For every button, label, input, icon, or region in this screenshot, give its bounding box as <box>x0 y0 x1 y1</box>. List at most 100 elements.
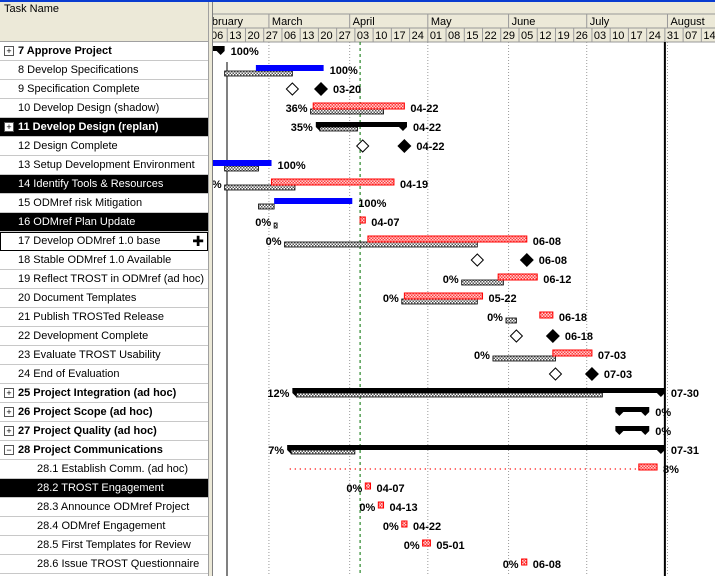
summary-bar <box>615 426 650 435</box>
week-label: 24 <box>412 30 424 42</box>
task-row[interactable]: 19 Reflect TROST in ODMref (ad hoc) <box>0 270 208 289</box>
critical-task-bar <box>367 235 528 243</box>
task-row[interactable]: 28.6 Issue TROST Questionnaire <box>0 555 208 574</box>
percent-complete-label: 0% <box>255 217 271 229</box>
week-label: 17 <box>393 30 405 42</box>
task-row[interactable]: 10 Develop Design (shadow) <box>0 99 208 118</box>
select-cursor-icon: ✚ <box>192 233 204 249</box>
task-row[interactable]: 12 Design Complete <box>0 137 208 156</box>
task-row[interactable]: 24 End of Evaluation <box>0 365 208 384</box>
critical-task-bar <box>271 178 395 186</box>
task-name: 12 Design Complete <box>18 140 118 152</box>
week-label: 06 <box>213 30 223 42</box>
week-label: 01 <box>430 30 442 42</box>
task-name: 13 Setup Development Environment <box>18 159 195 171</box>
finish-date-label: 07-30 <box>671 388 699 400</box>
expand-icon[interactable]: + <box>4 388 14 398</box>
month-label: March <box>272 16 303 28</box>
finish-date-label: 04-22 <box>416 141 444 153</box>
percent-complete-label: 0% <box>487 312 503 324</box>
week-label: 15 <box>466 30 478 42</box>
week-label: 22 <box>485 30 497 42</box>
task-name-column-header[interactable]: Task Name <box>0 2 208 42</box>
expand-icon[interactable]: + <box>4 46 14 56</box>
percent-complete-label: 0% <box>359 502 375 514</box>
critical-task-bar <box>377 501 385 509</box>
task-name: 11 Develop Design (replan) <box>18 121 159 133</box>
critical-task-bar <box>403 292 484 300</box>
task-row[interactable]: +7 Approve Project <box>0 42 208 61</box>
percent-complete-label: 0% <box>346 483 362 495</box>
task-row[interactable]: −28 Project Communications <box>0 441 208 460</box>
finish-date-label: 04-13 <box>390 502 418 514</box>
month-label: April <box>353 16 375 28</box>
summary-bar <box>287 445 665 454</box>
task-name: 18 Stable ODMref 1.0 Available <box>18 254 172 266</box>
task-row[interactable]: 17 Develop ODMref 1.0 base✚ <box>0 232 208 251</box>
task-row[interactable]: +25 Project Integration (ad hoc) <box>0 384 208 403</box>
task-row[interactable]: 28.3 Announce ODMref Project <box>0 498 208 517</box>
baseline-milestone-diamond <box>470 253 485 267</box>
task-row[interactable]: +11 Develop Design (replan) <box>0 118 208 137</box>
finish-date-label: 07-31 <box>671 445 699 457</box>
critical-task-bar <box>364 482 372 490</box>
critical-task-bar <box>497 273 538 281</box>
finish-date-label: 0% <box>655 426 671 438</box>
task-name: 14 Identify Tools & Resources <box>18 178 164 190</box>
finish-date-label: 05-22 <box>489 293 517 305</box>
week-label: 13 <box>229 30 241 42</box>
task-row[interactable]: +27 Project Quality (ad hoc) <box>0 422 208 441</box>
week-label: 17 <box>630 30 642 42</box>
expand-icon[interactable]: + <box>4 122 14 132</box>
task-row[interactable]: +26 Project Scope (ad hoc) <box>0 403 208 422</box>
expand-icon[interactable]: + <box>4 407 14 417</box>
week-label: 27 <box>266 30 278 42</box>
baseline-bar <box>492 355 556 362</box>
baseline-bar <box>224 184 296 191</box>
critical-task-bar <box>539 311 554 319</box>
task-name: 15 ODMref risk Mitigation <box>18 197 143 209</box>
finish-date-label: 100% <box>278 160 306 172</box>
expand-icon[interactable]: + <box>4 426 14 436</box>
actual-progress-bar <box>213 160 272 166</box>
task-row[interactable]: 28.4 ODMref Engagement <box>0 517 208 536</box>
task-name-header-label: Task Name <box>4 3 60 15</box>
task-row[interactable]: 22 Development Complete <box>0 327 208 346</box>
finish-date-label: 04-22 <box>410 103 438 115</box>
finish-date-label: 06-12 <box>543 274 571 286</box>
task-row[interactable]: 20 Document Templates <box>0 289 208 308</box>
month-label: July <box>590 16 610 28</box>
pane-splitter[interactable] <box>208 2 213 576</box>
summary-bar <box>213 46 225 55</box>
task-name: 23 Evaluate TROST Usability <box>18 349 161 361</box>
percent-complete-label: 0% <box>404 540 420 552</box>
task-row[interactable]: 28.2 TROST Engagement <box>0 479 208 498</box>
task-row[interactable]: 8 Develop Specifications <box>0 61 208 80</box>
task-name: 19 Reflect TROST in ODMref (ad hoc) <box>18 273 205 285</box>
task-name: 28.3 Announce ODMref Project <box>37 501 190 513</box>
task-row[interactable]: 14 Identify Tools & Resources <box>0 175 208 194</box>
task-row[interactable]: 23 Evaluate TROST Usability <box>0 346 208 365</box>
task-row[interactable]: 28.1 Establish Comm. (ad hoc) <box>0 460 208 479</box>
task-row[interactable]: 15 ODMref risk Mitigation <box>0 194 208 213</box>
task-row[interactable]: 13 Setup Development Environment <box>0 156 208 175</box>
task-row[interactable]: 21 Publish TROSTed Release <box>0 308 208 327</box>
critical-task-bar <box>521 558 528 566</box>
collapse-icon[interactable]: − <box>4 445 14 455</box>
task-row[interactable]: 9 Specification Complete <box>0 80 208 99</box>
task-name: 24 End of Evaluation <box>18 368 120 380</box>
task-row[interactable]: 16 ODMref Plan Update <box>0 213 208 232</box>
actual-progress-bar <box>255 65 324 71</box>
finish-date-label: 0% <box>655 407 671 419</box>
task-name: 20 Document Templates <box>18 292 137 304</box>
task-name: 27 Project Quality (ad hoc) <box>18 425 157 437</box>
percent-complete-label: 0% <box>383 521 399 533</box>
week-label: 06 <box>284 30 296 42</box>
finish-date-label: 07-03 <box>604 369 632 381</box>
task-row[interactable]: 18 Stable ODMref 1.0 Available <box>0 251 208 270</box>
week-label: 12 <box>539 30 551 42</box>
baseline-bar <box>258 203 275 210</box>
task-row[interactable]: 28.5 First Templates for Review <box>0 536 208 555</box>
task-name: 28.4 ODMref Engagement <box>37 520 166 532</box>
